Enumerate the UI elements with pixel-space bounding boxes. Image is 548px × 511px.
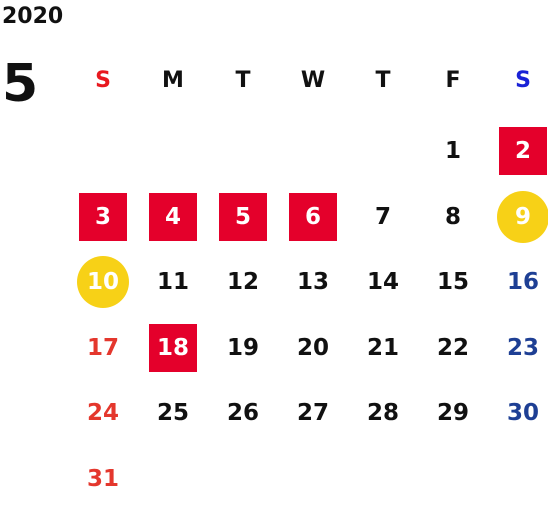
day-cell[interactable]: 10 [68,250,138,314]
day-number: 27 [296,400,329,426]
day-number: 14 [366,269,399,295]
day-number: 18 [149,323,197,372]
day-cell[interactable]: 9 [488,185,548,249]
day-number: 9 [497,190,548,243]
day-number: 24 [86,400,119,426]
day-cell[interactable]: 30 [488,381,548,445]
day-number: 2 [499,127,547,175]
day-number: 1 [444,138,461,164]
day-cell[interactable]: 20 [278,316,348,380]
day-number: 21 [366,334,399,361]
weekday-header: T [375,67,391,93]
day-number: 12 [226,269,259,295]
day-cell[interactable]: 8 [418,185,488,249]
day-cell[interactable]: 29 [418,381,488,445]
day-number: 10 [77,256,129,308]
day-cell[interactable]: 25 [138,381,208,445]
day-cell[interactable]: 11 [138,250,208,314]
day-cell[interactable]: 4 [138,185,208,249]
day-cell[interactable]: 2 [488,119,548,183]
day-number: 20 [296,334,329,361]
day-cell[interactable]: 6 [278,185,348,249]
weekday-header: W [300,67,326,93]
day-number: 7 [374,203,391,230]
day-number: 30 [506,400,539,426]
day-number: 28 [366,400,399,426]
day-cell[interactable]: 26 [208,381,278,445]
day-number: 15 [436,269,469,295]
day-number: 25 [156,400,189,426]
calendar-month: 5 [2,54,39,114]
day-number: 17 [86,334,119,361]
day-cell[interactable]: 28 [348,381,418,445]
day-cell[interactable]: 27 [278,381,348,445]
day-cell[interactable]: 19 [208,316,278,380]
day-cell[interactable]: 17 [68,316,138,380]
weekday-header: S [515,67,531,93]
day-number: 23 [506,334,539,361]
day-cell[interactable]: 12 [208,250,278,314]
day-cell[interactable]: 23 [488,316,548,380]
day-cell[interactable]: 7 [348,185,418,249]
day-number: 6 [289,192,337,241]
day-number: 31 [86,465,119,492]
day-cell[interactable]: 16 [488,250,548,314]
day-number: 13 [296,269,329,295]
day-cell[interactable]: 14 [348,250,418,314]
day-number: 4 [149,192,197,241]
day-cell[interactable]: 31 [68,447,138,511]
day-cell[interactable]: 18 [138,316,208,380]
day-number: 3 [79,192,127,241]
day-cell[interactable]: 3 [68,185,138,249]
day-cell[interactable]: 21 [348,316,418,380]
day-number: 29 [436,400,469,426]
day-cell[interactable]: 5 [208,185,278,249]
calendar-year: 2020 [2,4,64,29]
day-cell[interactable]: 13 [278,250,348,314]
day-cell[interactable]: 24 [68,381,138,445]
day-number: 26 [226,400,259,426]
day-number: 5 [219,192,267,241]
day-cell[interactable]: 22 [418,316,488,380]
day-cell[interactable]: 1 [418,119,488,183]
day-number: 8 [444,203,461,230]
weekday-header: F [445,67,461,93]
day-number: 19 [226,334,259,361]
weekday-header: M [162,67,184,93]
day-number: 11 [156,269,189,295]
weekday-header: T [235,67,251,93]
day-cell[interactable]: 15 [418,250,488,314]
weekday-header: S [95,67,111,93]
day-number: 22 [436,334,469,361]
day-number: 16 [506,269,539,295]
